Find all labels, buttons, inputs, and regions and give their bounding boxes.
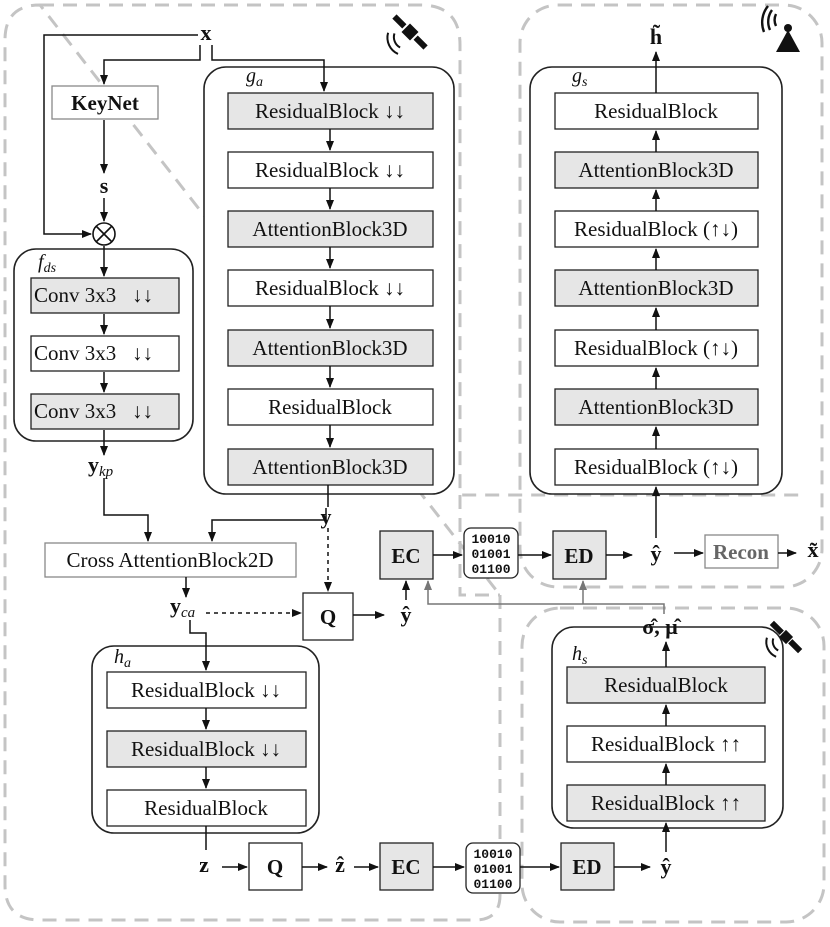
fds-label: fds xyxy=(38,251,57,276)
cross-attention-label: Cross AttentionBlock2D xyxy=(66,548,273,572)
gs-block-7-label: ResidualBlock (↑↓) xyxy=(574,455,738,479)
ed-bottom-label: ED xyxy=(572,855,601,879)
ha-block-2-label: ResidualBlock ↓↓ xyxy=(131,737,281,761)
hs-block-3 xyxy=(566,784,766,822)
q-main-label: Q xyxy=(320,605,336,629)
ga-block-4 xyxy=(227,269,434,307)
gs-block-4 xyxy=(554,269,759,307)
var-s: s xyxy=(100,173,109,198)
ga-block-7-label: AttentionBlock3D xyxy=(252,455,407,479)
ec-bottom-label: EC xyxy=(391,855,420,879)
keynet-block xyxy=(51,85,159,120)
ha-block-1-label: ResidualBlock ↓↓ xyxy=(131,678,281,702)
fds-block-2-label: Conv 3x3 ↓↓ xyxy=(34,341,153,365)
ha-block-2 xyxy=(106,730,307,768)
ga-label: ga xyxy=(246,65,263,90)
hs-block-2 xyxy=(566,725,766,763)
var-y-ca: yca xyxy=(170,593,195,621)
gs-block-3 xyxy=(554,210,759,248)
var-z-hat: ẑ xyxy=(335,852,345,877)
keynet-label: KeyNet xyxy=(71,91,139,115)
hs-block-2-label: ResidualBlock ↑↑ xyxy=(591,732,741,756)
fds-block-3-label: Conv 3x3 ↓↓ xyxy=(34,399,153,423)
ga-block-3 xyxy=(227,210,434,248)
ground-station-icon xyxy=(761,5,800,52)
q-block-main xyxy=(302,592,354,641)
var-y-kp: ykp xyxy=(88,452,114,480)
ga-block-3-label: AttentionBlock3D xyxy=(252,217,407,241)
bitstream-top-row-3: 01100 xyxy=(471,562,510,577)
q-hyper-label: Q xyxy=(267,855,283,879)
bitstream-top-row-1: 10010 xyxy=(471,532,510,547)
ec-block-top xyxy=(379,530,434,580)
bitstream-bottom-row-3: 01100 xyxy=(473,877,512,892)
gs-block-2-label: AttentionBlock3D xyxy=(578,158,733,182)
ga-block-6 xyxy=(227,388,434,426)
gs-block-7 xyxy=(554,448,759,486)
fds-block-3 xyxy=(30,393,180,430)
ha-block-1 xyxy=(106,671,307,709)
ed-block-top xyxy=(552,530,607,580)
satellite-dish-icon xyxy=(765,620,803,658)
ga-block-1-label: ResidualBlock ↓↓ xyxy=(255,99,405,123)
recon-block xyxy=(704,534,779,569)
fds-block-2 xyxy=(30,335,180,372)
ha-label: ha xyxy=(114,646,131,671)
recon-label: Recon xyxy=(713,540,769,564)
ga-block-2-label: ResidualBlock ↓↓ xyxy=(255,158,405,182)
var-x-tilde: x̃ xyxy=(808,537,819,562)
hyper-decoder-region xyxy=(520,606,826,924)
ga-block-2 xyxy=(227,151,434,189)
connectors xyxy=(43,34,797,871)
ga-block-4-label: ResidualBlock ↓↓ xyxy=(255,276,405,300)
fds-block-1-label: Conv 3x3 ↓↓ xyxy=(34,283,153,307)
var-sigma-mu: σ̂, μ̂ xyxy=(642,614,681,639)
ga-block-1 xyxy=(227,92,434,130)
cross-attention-block xyxy=(44,542,297,578)
bitstream-bottom-row-1: 10010 xyxy=(473,847,512,862)
ec-top-label: EC xyxy=(391,544,420,568)
ga-block-5-label: AttentionBlock3D xyxy=(252,336,407,360)
ed-top-label: ED xyxy=(564,544,593,568)
satellite-icon xyxy=(386,14,428,55)
gs-block-6-label: AttentionBlock3D xyxy=(578,395,733,419)
bitstream-bottom-row-2: 01001 xyxy=(473,862,512,877)
ec-block-bottom xyxy=(379,842,434,891)
encoder-region xyxy=(3,3,800,922)
gs-block-1-label: ResidualBlock xyxy=(594,99,718,123)
gs-block-3-label: ResidualBlock (↑↓) xyxy=(574,217,738,241)
gs-label: gs xyxy=(572,65,588,90)
hs-label: hs xyxy=(572,643,588,668)
bitstream-top xyxy=(463,527,519,579)
multiply-cross xyxy=(95,225,113,243)
var-y-hat-q: ŷ xyxy=(401,602,412,627)
ga-block-7 xyxy=(227,448,434,486)
var-y-hat-hyper: ŷ xyxy=(661,854,672,879)
var-y-hat-decoded: ŷ xyxy=(651,541,662,566)
var-z: z xyxy=(199,852,209,877)
var-x: x xyxy=(201,20,212,45)
bitstream-top-row-2: 01001 xyxy=(471,547,510,562)
gs-block-4-label: AttentionBlock3D xyxy=(578,276,733,300)
hs-block-3-label: ResidualBlock ↑↑ xyxy=(591,791,741,815)
decoder-region xyxy=(518,3,824,589)
hs-block-1-label: ResidualBlock xyxy=(604,673,728,697)
var-h-tilde: h̃ xyxy=(650,24,662,49)
gs-block-5-label: ResidualBlock (↑↓) xyxy=(574,336,738,360)
bitstream-bottom xyxy=(465,842,521,894)
ga-block-6-label: ResidualBlock xyxy=(268,395,392,419)
ha-block-3-label: ResidualBlock xyxy=(144,796,268,820)
fds-block-1 xyxy=(30,277,180,314)
